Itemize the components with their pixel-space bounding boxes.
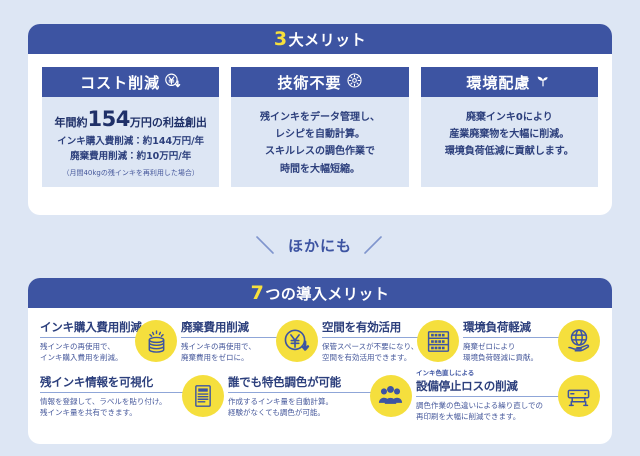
yen-down-circle-icon bbox=[276, 320, 318, 363]
benefit-item-eco-load-text: 環境負荷軽減 廃棄ゼロにより 環境負荷軽減に貢献。 bbox=[463, 319, 564, 364]
benefit-item-color-matching-desc: 作成するインキ量を自動計算。 経験がなくても調色が可能。 bbox=[228, 396, 376, 419]
benefit-card-cost-sub-line-2: 廃棄費用削減：約10万円/年 bbox=[70, 151, 192, 163]
benefit-card-eco-text-line-3: 環境負荷低減に貢献します。 bbox=[444, 146, 574, 158]
printer-icon bbox=[557, 374, 600, 417]
three-benefits-header-number: 3 bbox=[273, 27, 288, 50]
benefit-item-disposal-cost-desc: 残インキの再使用で、 廃棄費用をゼロに。 bbox=[181, 341, 282, 364]
benefit-card-eco-text-line-2: 産業廃棄物を大幅に削減。 bbox=[449, 129, 570, 141]
benefit-item-downtime-loss-eyebrow: インキ色直しによる bbox=[415, 368, 475, 377]
benefit-item-eco-load: 環境負荷軽減 廃棄ゼロにより 環境負荷軽減に貢献。 bbox=[461, 316, 602, 367]
benefit-item-ink-purchase-cost-desc-line-1: 残インキの再使用で、 bbox=[40, 342, 115, 351]
benefit-item-downtime-loss-desc-line-2: 再印刷を大幅に削減できます。 bbox=[415, 411, 521, 421]
benefit-item-downtime-loss-desc: 調色作業の色違いによる繰り直しでの 再印刷を大幅に削減できます。 bbox=[416, 400, 564, 423]
benefit-card-cost: コスト削減 年間約154万円の利益創出 インキ購入費削減：約144万円/年 廃棄… bbox=[42, 67, 220, 187]
shelf-rack-icon bbox=[417, 320, 459, 363]
benefit-card-eco-text: 廃棄インキ0により 産業廃棄物を大幅に削減。 環境負荷低減に貢献します。 bbox=[425, 105, 594, 161]
benefit-card-cost-lead-number: 154 bbox=[87, 107, 130, 131]
benefit-card-skill: 技術不要 残インキをデータ管理し、 レシピを自動計算。 スキルレスの調色作業で … bbox=[231, 67, 409, 187]
benefit-item-ink-purchase-cost-desc: 残インキの再使用で、 インキ購入費用を削減。 bbox=[40, 341, 141, 364]
benefit-card-eco-title-bar: 環境配慮 bbox=[420, 67, 598, 97]
benefit-item-space-utilization-title: 空間を有効活用 bbox=[322, 319, 423, 338]
yen-down-icon bbox=[164, 72, 181, 93]
benefit-item-disposal-cost-desc-line-2: 廃棄費用をゼロに。 bbox=[181, 353, 249, 363]
seven-benefits-header-number: 7 bbox=[250, 281, 265, 304]
benefit-item-ink-visibility: 残インキ情報を可視化 情報を登録して、ラベルを貼り付け。 残インキ量を共有できま… bbox=[38, 367, 226, 426]
benefit-item-color-matching-desc-line-2: 経験がなくても調色が可能。 bbox=[227, 407, 325, 417]
sprout-icon bbox=[534, 72, 552, 93]
seven-benefits-header-label: つの導入メリット bbox=[265, 284, 390, 303]
label-document-icon bbox=[181, 374, 224, 417]
benefit-item-eco-load-desc: 廃棄ゼロにより 環境負荷軽減に貢献。 bbox=[463, 341, 564, 364]
globe-hand-icon bbox=[558, 320, 600, 363]
benefit-card-skill-title-bar: 技術不要 bbox=[231, 67, 409, 97]
gear-icon bbox=[346, 72, 363, 93]
benefit-card-skill-text-line-3: スキルレスの調色作業で bbox=[264, 146, 375, 158]
benefit-item-color-matching-text: 誰でも特色調色が可能 作成するインキ量を自動計算。 経験がなくても調色が可能。 bbox=[227, 374, 376, 419]
benefit-item-color-matching-desc-line-1: 作成するインキ量を自動計算。 bbox=[227, 396, 333, 406]
benefit-item-ink-visibility-desc: 情報を登録して、ラベルを貼り付け。 残インキ量を共有できます。 bbox=[40, 396, 188, 419]
benefit-item-ink-purchase-cost: インキ購入費用削減 残インキの再使用で、 インキ購入費用を削減。 bbox=[38, 316, 179, 367]
benefit-card-skill-text: 残インキをデータ管理し、 レシピを自動計算。 スキルレスの調色作業で 時間を大幅… bbox=[235, 105, 404, 178]
benefit-card-cost-body: 年間約154万円の利益創出 インキ購入費削減：約144万円/年 廃棄費用削減：約… bbox=[42, 97, 219, 187]
benefit-item-downtime-loss-desc-line-1: 調色作業の色違いによる繰り直しでの bbox=[415, 400, 544, 410]
divider-label: ほかにも bbox=[287, 236, 352, 255]
benefit-item-disposal-cost-desc-line-1: 残インキの再使用で、 bbox=[181, 342, 256, 351]
benefit-card-eco-body: 廃棄インキ0により 産業廃棄物を大幅に削減。 環境負荷低減に貢献します。 bbox=[421, 97, 598, 170]
benefit-grid: インキ購入費用削減 残インキの再使用で、 インキ購入費用を削減。 bbox=[28, 308, 612, 425]
benefit-item-eco-load-desc-line-1: 廃棄ゼロにより bbox=[463, 342, 516, 351]
benefit-card-cost-note: （月間40kgの残インキを再利用した場合） bbox=[62, 168, 199, 177]
benefit-item-color-matching: 誰でも特色調色が可能 作成するインキ量を自動計算。 経験がなくても調色が可能。 bbox=[226, 367, 414, 426]
benefit-item-space-utilization-desc: 保管スペースが不要になり、 空間を有効活用できます。 bbox=[322, 341, 423, 364]
benefit-item-disposal-cost: 廃棄費用削減 残インキの再使用で、 廃棄費用をゼロに。 bbox=[179, 316, 320, 367]
benefit-item-space-utilization-desc-line-2: 空間を有効活用できます。 bbox=[322, 353, 412, 363]
benefit-card-eco-title: 環境配慮 bbox=[466, 73, 531, 92]
people-icon bbox=[369, 374, 412, 417]
benefit-item-ink-purchase-cost-desc-line-2: インキ購入費用を削減。 bbox=[40, 353, 123, 363]
benefit-card-cost-lead-suffix: 万円の利益創出 bbox=[129, 116, 207, 129]
benefit-item-disposal-cost-title: 廃棄費用削減 bbox=[181, 319, 282, 338]
benefit-item-eco-load-desc-line-2: 環境負荷軽減に貢献。 bbox=[463, 353, 538, 363]
benefit-card-cost-sub: インキ購入費削減：約144万円/年 廃棄費用削減：約10万円/年 bbox=[46, 135, 215, 164]
benefit-card-skill-text-line-2: レシピを自動計算。 bbox=[274, 129, 365, 141]
benefit-card-cost-lead-prefix: 年間約 bbox=[54, 116, 88, 129]
benefit-item-ink-visibility-desc-line-2: 残インキ量を共有できます。 bbox=[40, 407, 137, 417]
benefit-card-eco: 環境配慮 廃棄インキ0により 産業廃棄物を大幅に削減。 環境負荷低減に貢献します… bbox=[420, 67, 598, 187]
divider-slash-right-icon bbox=[364, 236, 382, 254]
benefit-item-downtime-loss: インキ色直しによる 設備停止ロスの削減 調色作業の色違いによる繰り直しでの 再印… bbox=[414, 367, 602, 426]
benefit-item-ink-purchase-cost-text: インキ購入費用削減 残インキの再使用で、 インキ購入費用を削減。 bbox=[40, 319, 142, 364]
benefit-item-space-utilization: 空間を有効活用 保管スペースが不要になり、 空間を有効活用できます。 bbox=[320, 316, 461, 367]
divider-slash-left-icon bbox=[256, 236, 274, 254]
benefit-item-color-matching-title: 誰でも特色調色が可能 bbox=[227, 374, 376, 393]
coin-stack-icon bbox=[135, 320, 177, 363]
benefit-grid-row-1: インキ購入費用削減 残インキの再使用で、 インキ購入費用を削減。 bbox=[38, 316, 602, 367]
benefit-card-skill-title: 技術不要 bbox=[277, 73, 342, 92]
benefit-grid-row-2: 残インキ情報を可視化 情報を登録して、ラベルを貼り付け。 残インキ量を共有できま… bbox=[38, 367, 602, 426]
benefit-item-downtime-loss-title: 設備停止ロスの削減 bbox=[415, 378, 564, 397]
benefit-item-space-utilization-text: 空間を有効活用 保管スペースが不要になり、 空間を有効活用できます。 bbox=[322, 319, 423, 364]
benefit-item-ink-purchase-cost-title: インキ購入費用削減 bbox=[40, 319, 142, 338]
benefit-card-cost-lead: 年間約154万円の利益創出 bbox=[46, 105, 215, 133]
benefit-card-skill-text-line-4: 時間を大幅短縮。 bbox=[279, 163, 360, 175]
benefit-item-downtime-loss-text: インキ色直しによる 設備停止ロスの削減 調色作業の色違いによる繰り直しでの 再印… bbox=[415, 368, 564, 423]
section-divider: ほかにも bbox=[0, 228, 640, 262]
benefit-item-ink-visibility-title: 残インキ情報を可視化 bbox=[40, 374, 188, 393]
benefit-card-cost-title-bar: コスト削減 bbox=[42, 67, 220, 97]
three-benefits-header-label: 大メリット bbox=[288, 30, 367, 49]
benefit-item-disposal-cost-text: 廃棄費用削減 残インキの再使用で、 廃棄費用をゼロに。 bbox=[181, 319, 282, 364]
benefit-item-space-utilization-desc-line-1: 保管スペースが不要になり、 bbox=[322, 342, 419, 351]
benefit-card-cost-title: コスト削減 bbox=[80, 73, 161, 92]
benefit-card-eco-text-line-1: 廃棄インキ0により bbox=[465, 112, 553, 123]
benefit-card-skill-body: 残インキをデータ管理し、 レシピを自動計算。 スキルレスの調色作業で 時間を大幅… bbox=[231, 97, 408, 187]
benefit-item-ink-visibility-text: 残インキ情報を可視化 情報を登録して、ラベルを貼り付け。 残インキ量を共有できま… bbox=[40, 374, 188, 419]
benefit-card-cost-sub-line-1: インキ購入費削減：約144万円/年 bbox=[57, 136, 205, 148]
benefit-item-ink-visibility-desc-line-1: 情報を登録して、ラベルを貼り付け。 bbox=[40, 396, 167, 406]
benefit-item-eco-load-title: 環境負荷軽減 bbox=[463, 319, 564, 338]
benefit-card-list: コスト削減 年間約154万円の利益創出 インキ購入費削減：約144万円/年 廃棄… bbox=[28, 54, 612, 187]
benefit-card-skill-text-line-1: 残インキをデータ管理し、 bbox=[259, 112, 380, 123]
